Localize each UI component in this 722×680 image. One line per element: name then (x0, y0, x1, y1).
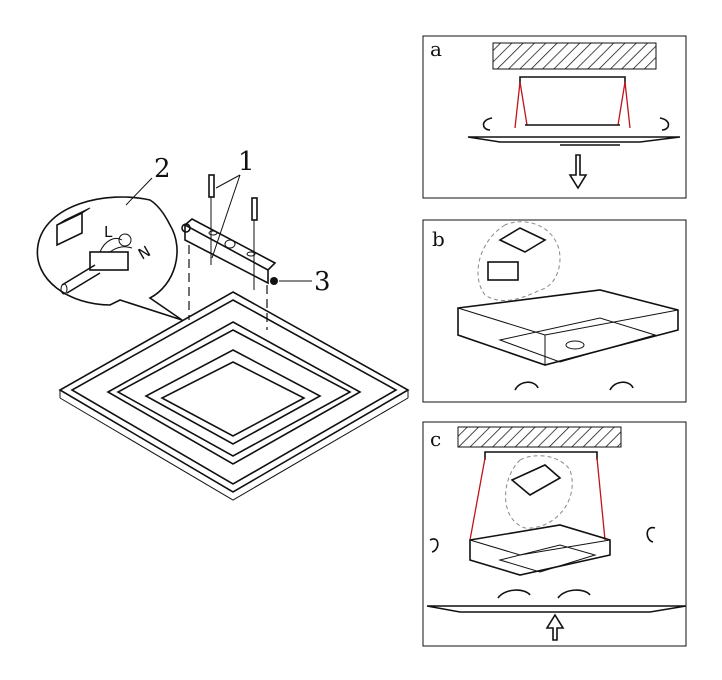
wiring-detail-bubble: L N (36, 196, 183, 321)
down-arrow-icon (568, 154, 588, 190)
step-panel-a: a (422, 35, 687, 199)
knob-screw-icon (270, 277, 278, 285)
live-label: L (104, 223, 113, 241)
step-panel-b: b (422, 219, 687, 403)
panel-label-a: a (430, 37, 442, 61)
neutral-label: N (135, 242, 154, 263)
ceiling-lamp-frame (58, 291, 410, 501)
screw-icon (181, 223, 191, 233)
callout-3: 3 (314, 267, 331, 297)
mounting-bracket (181, 218, 278, 285)
callout-1: 1 (238, 147, 255, 177)
panel-label-c: c (430, 427, 441, 451)
callout-2: 2 (154, 154, 171, 184)
panel-label-b: b (432, 227, 445, 251)
up-arrow-icon (545, 613, 565, 641)
wall-plugs-and-screws (208, 174, 258, 290)
step-panel-c: c (422, 421, 687, 647)
